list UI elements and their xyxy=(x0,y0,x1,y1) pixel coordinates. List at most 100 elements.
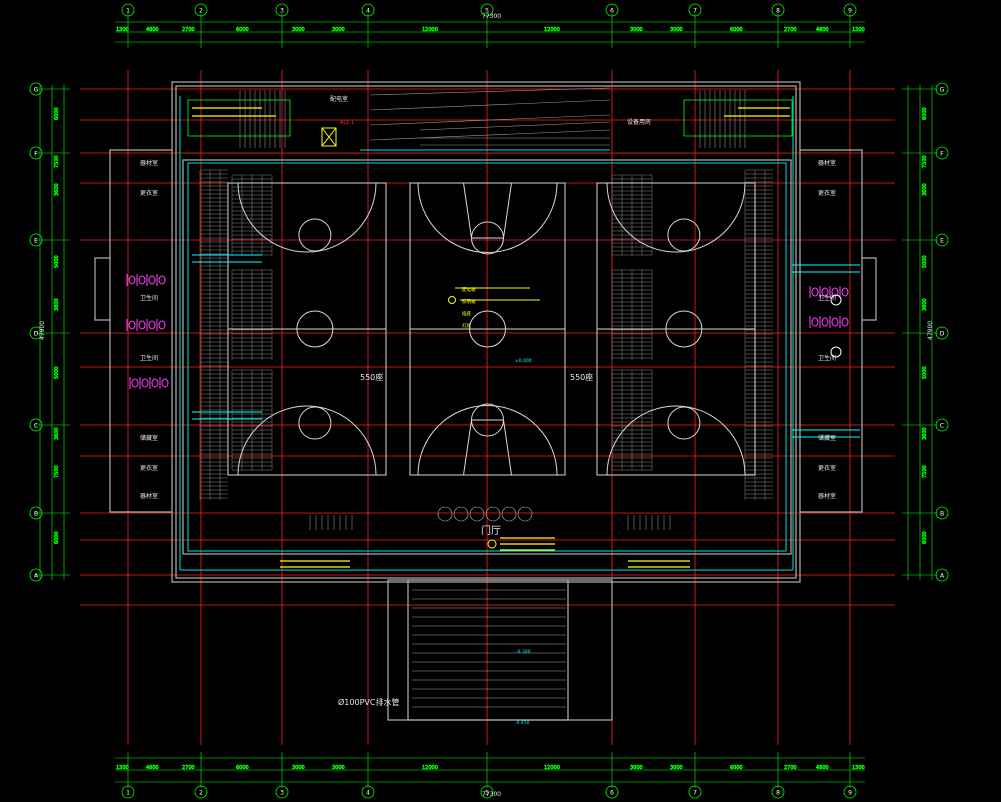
cyan-lines xyxy=(179,96,794,571)
bottom-dim-label: 3000 xyxy=(670,765,683,771)
axis-bubble-label: 6 xyxy=(610,790,614,797)
bottom-dim-label: 6000 xyxy=(730,765,743,771)
legend-item: 插座 xyxy=(462,310,471,317)
top-dim-label: 3000 xyxy=(292,27,305,33)
door-swing xyxy=(469,506,485,522)
axis-bubble xyxy=(771,785,785,799)
axis-bubble xyxy=(688,785,702,799)
axis-bubble xyxy=(361,3,375,17)
toilet-fixture xyxy=(128,320,136,330)
room-label-left: 储藏室 xyxy=(140,434,158,442)
red-tag: ALE-1 xyxy=(340,120,354,126)
room-label-left: 更衣室 xyxy=(140,464,158,472)
axis-bubble xyxy=(361,785,375,799)
room-label-right: 储藏室 xyxy=(818,434,836,442)
axis-bubble xyxy=(29,326,43,340)
toilet-fixture xyxy=(831,287,839,297)
bottom-total-dim: 77300 xyxy=(482,791,501,798)
toilet-fixture xyxy=(831,317,839,327)
right-dim-label: 6000 xyxy=(922,531,928,544)
axis-bubble-label: C xyxy=(940,423,944,430)
left-dim-label: 6000 xyxy=(54,107,60,120)
right-dim-label: 5000 xyxy=(922,255,928,268)
top-dim-label: 12000 xyxy=(544,27,560,33)
top-dim-label: 3000 xyxy=(332,27,345,33)
axis-bubble xyxy=(935,506,949,520)
axis-bubble-label: 1 xyxy=(126,790,130,797)
court-key xyxy=(463,419,512,476)
right-dim-label: 7500 xyxy=(922,465,928,478)
axis-bubble xyxy=(843,3,857,17)
top-dim-label: 12000 xyxy=(422,27,438,33)
room-label-right: 更衣室 xyxy=(818,464,836,472)
axis-bubble xyxy=(935,233,949,247)
electrical-notes xyxy=(187,99,860,568)
bottom-dim-label: 2700 xyxy=(784,765,797,771)
accessible-symbol xyxy=(830,346,842,358)
toilet-fixture xyxy=(138,275,146,285)
left-dim-label: 5000 xyxy=(54,255,60,268)
court-three-point-arc xyxy=(417,182,558,253)
axis-bubble xyxy=(935,146,949,160)
bottom-dim-label: 12000 xyxy=(544,765,560,771)
elevation-stair: -0.300 xyxy=(516,649,531,655)
legend-item: 灯具 xyxy=(462,322,471,329)
left-dim-label: 3600 xyxy=(54,183,60,196)
axis-bubble xyxy=(29,82,43,96)
axis-bubble-label: 8 xyxy=(776,790,780,797)
elevation-center: ±0.000 xyxy=(515,358,532,364)
axis-bubble xyxy=(935,418,949,432)
toilet-fixture xyxy=(841,317,849,327)
axis-bubble-label: 9 xyxy=(848,8,852,15)
left-dim-label: 7500 xyxy=(54,155,60,168)
axis-bubble-label: D xyxy=(34,331,39,338)
bottom-dim-label: 3000 xyxy=(332,765,345,771)
room-label-right: 器材室 xyxy=(818,159,836,167)
toilet-fixture xyxy=(811,287,819,297)
right-dim-label: 3800 xyxy=(922,298,928,311)
top-dim-label: 1300 xyxy=(852,27,865,33)
left-dim-label: 3800 xyxy=(54,298,60,311)
left-total-dim: 47900 xyxy=(39,321,46,340)
axis-bubble-label: E xyxy=(34,238,38,245)
door-swing xyxy=(437,506,453,522)
seats-right-label: 550座 xyxy=(570,372,593,382)
axis-bubble-label: 2 xyxy=(199,790,203,797)
room-label-left: 卫生间 xyxy=(140,354,158,362)
axis-bubble-label: G xyxy=(940,87,945,94)
axis-bubble-label: 4 xyxy=(366,790,370,797)
top-dim-label: 6000 xyxy=(236,27,249,33)
accessible-symbol xyxy=(830,294,842,306)
court-free-throw-circle xyxy=(471,221,504,255)
side-court-circle xyxy=(298,218,332,252)
top-dim-label: 3000 xyxy=(630,27,643,33)
right-total-dim: 47900 xyxy=(927,321,934,340)
top-total-dim: 77300 xyxy=(482,13,501,20)
axis-bubble-label: 6 xyxy=(610,8,614,15)
bottom-dim-label: 1300 xyxy=(116,765,129,771)
axis-bubble xyxy=(29,418,43,432)
door-swing xyxy=(453,506,469,522)
room-label-right: 卫生间 xyxy=(818,294,836,302)
room-label-right: 器材室 xyxy=(818,492,836,500)
toilet-fixture xyxy=(841,287,849,297)
axis-bubble-label: 1 xyxy=(126,8,130,15)
bottom-dim-label: 4800 xyxy=(146,765,159,771)
bottom-dim-label: 4800 xyxy=(816,765,829,771)
court-key xyxy=(463,182,512,239)
axis-bubble xyxy=(194,785,208,799)
top-dim-label: 2700 xyxy=(784,27,797,33)
toilet-fixture xyxy=(148,275,156,285)
side-court-circle xyxy=(298,406,332,440)
toilet-fixture xyxy=(161,378,169,388)
axis-bubble xyxy=(605,3,619,17)
left-dim-label: 6000 xyxy=(54,531,60,544)
axis-bubble xyxy=(935,568,949,582)
right-dim-label: 7500 xyxy=(922,155,928,168)
bottom-dim-label: 2700 xyxy=(182,765,195,771)
side-court-circle xyxy=(667,406,701,440)
room-label-left: 器材室 xyxy=(140,492,158,500)
axis-bubble-label: 7 xyxy=(693,8,697,15)
